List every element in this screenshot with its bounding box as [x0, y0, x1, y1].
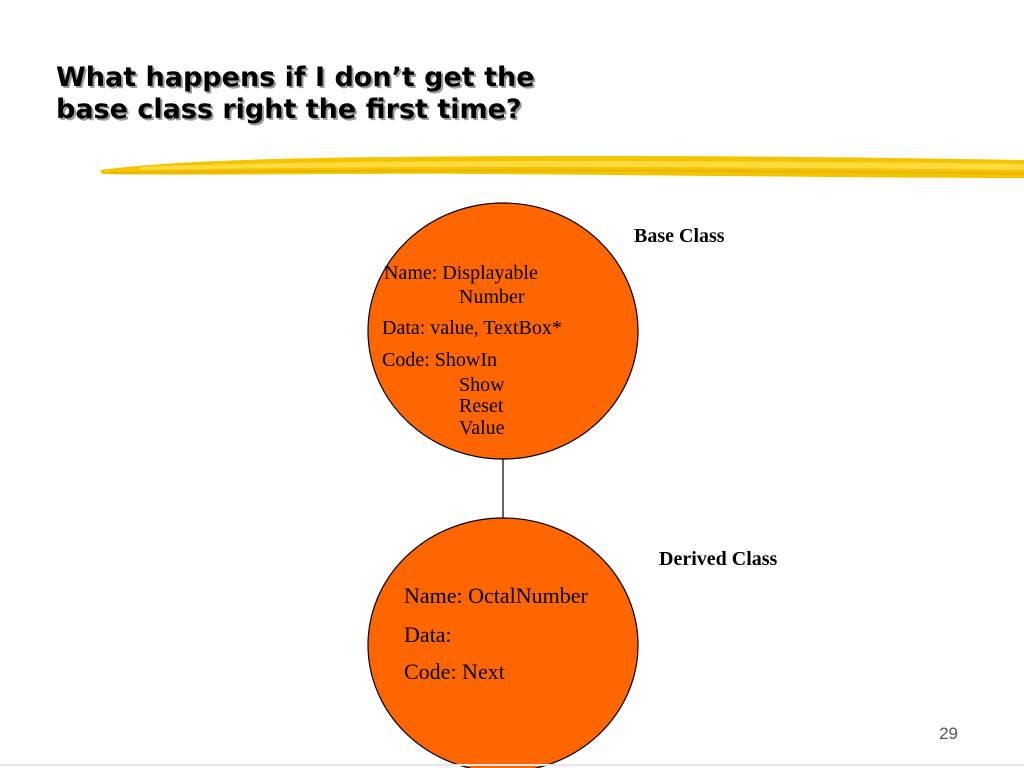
slide-title: What happens if I don’t get the base cla… [56, 62, 535, 126]
slide-title-line-2: base class right the first time? [56, 94, 522, 125]
base-code-line-4: Value [459, 417, 505, 439]
derived-class-label: Derived Class [659, 548, 778, 570]
page-number: 29 [939, 724, 958, 743]
yellow-brush-stroke [100, 156, 1024, 178]
derived-code-line: Code: Next [404, 659, 505, 684]
slide-title-line-1: What happens if I don’t get the [56, 62, 535, 93]
derived-name-line: Name: OctalNumber [404, 583, 588, 608]
base-name-line-2: Number [459, 286, 525, 308]
base-code-line-3: Reset [459, 395, 504, 417]
base-class-circle [367, 202, 639, 460]
derived-data-line: Data: [404, 622, 452, 647]
base-name-line-1: Name: Displayable [384, 262, 538, 284]
derived-class-circle [367, 517, 639, 768]
base-data-line: Data: value, TextBox* [382, 317, 562, 339]
footer-divider [0, 764, 1024, 766]
base-class-label: Base Class [634, 225, 725, 247]
base-code-line-1: Code: ShowIn [382, 349, 497, 371]
base-code-line-2: Show [459, 374, 505, 396]
